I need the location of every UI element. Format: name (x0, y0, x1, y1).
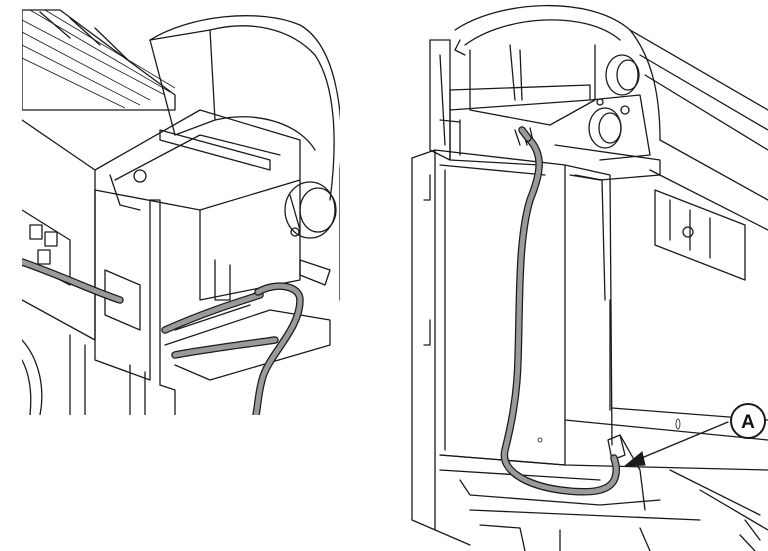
louver-grille (22, 9, 176, 111)
main-housing (69, 109, 301, 415)
callout-arrow (623, 421, 729, 467)
callout-badge-a: A (730, 403, 766, 439)
side-rails (629, 29, 768, 281)
motor (284, 181, 337, 239)
callout-label: A (741, 412, 755, 433)
drain-hose-left (22, 258, 304, 415)
fan-casing (149, 15, 340, 301)
drain-hose-right (500, 126, 621, 496)
motor-cluster (588, 54, 651, 161)
right-main-view (411, 4, 768, 551)
drain-tray (164, 259, 331, 381)
cabinet (411, 149, 613, 546)
left-detail-view (22, 9, 340, 415)
base-floor (439, 407, 768, 551)
fan-arch (454, 4, 661, 141)
